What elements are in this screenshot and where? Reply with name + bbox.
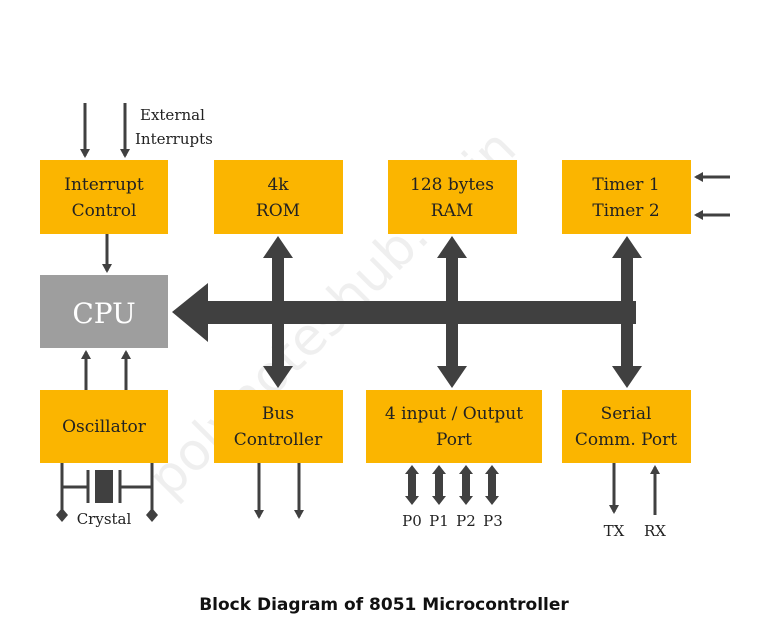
serial-port-label: Serial <box>601 404 652 424</box>
io-port-label: 4 input / Output <box>385 404 523 424</box>
rom-label: ROM <box>256 201 300 221</box>
cpu-block <box>40 275 168 348</box>
bus-controller-label: Controller <box>234 430 323 450</box>
oscillator-block <box>40 390 168 463</box>
ram-label: RAM <box>431 201 473 221</box>
rx-label: RX <box>644 522 666 540</box>
interrupt-control-block <box>40 160 168 234</box>
external-interrupts-label: External <box>140 106 205 124</box>
rom-label: 4k <box>267 175 289 195</box>
timer-block <box>562 160 691 234</box>
port-label-p1: P1 <box>429 512 449 530</box>
cpu-label: CPU <box>72 297 135 330</box>
external-interrupts-label: Interrupts <box>135 130 213 148</box>
timer-label: Timer 1 <box>592 175 659 195</box>
system-bus <box>172 236 642 388</box>
crystal-terminal <box>56 508 68 522</box>
crystal-label: Crystal <box>77 510 132 528</box>
interrupt-control-label: Interrupt <box>64 175 144 195</box>
oscillator-label: Oscillator <box>62 417 147 437</box>
diagram-title: Block Diagram of 8051 Microcontroller <box>199 595 569 615</box>
crystal-body <box>95 470 113 503</box>
port-arrows <box>405 465 499 505</box>
io-port-block <box>366 390 542 463</box>
bus-controller-label: Bus <box>262 404 294 424</box>
port-label-p2: P2 <box>456 512 476 530</box>
interrupt-control-label: Control <box>72 201 137 221</box>
serial-port-label: Comm. Port <box>575 430 677 450</box>
io-port-label: Port <box>436 430 472 450</box>
tx-label: TX <box>604 522 625 540</box>
ram-label: 128 bytes <box>410 175 494 195</box>
ram-block <box>388 160 517 234</box>
crystal-terminal <box>146 508 158 522</box>
port-label-p0: P0 <box>402 512 422 530</box>
crystal-symbol <box>60 463 154 512</box>
timer-label: Timer 2 <box>592 201 659 221</box>
port-label-p3: P3 <box>483 512 503 530</box>
rom-block <box>214 160 343 234</box>
bus-controller-block <box>214 390 343 463</box>
serial-port-block <box>562 390 691 463</box>
